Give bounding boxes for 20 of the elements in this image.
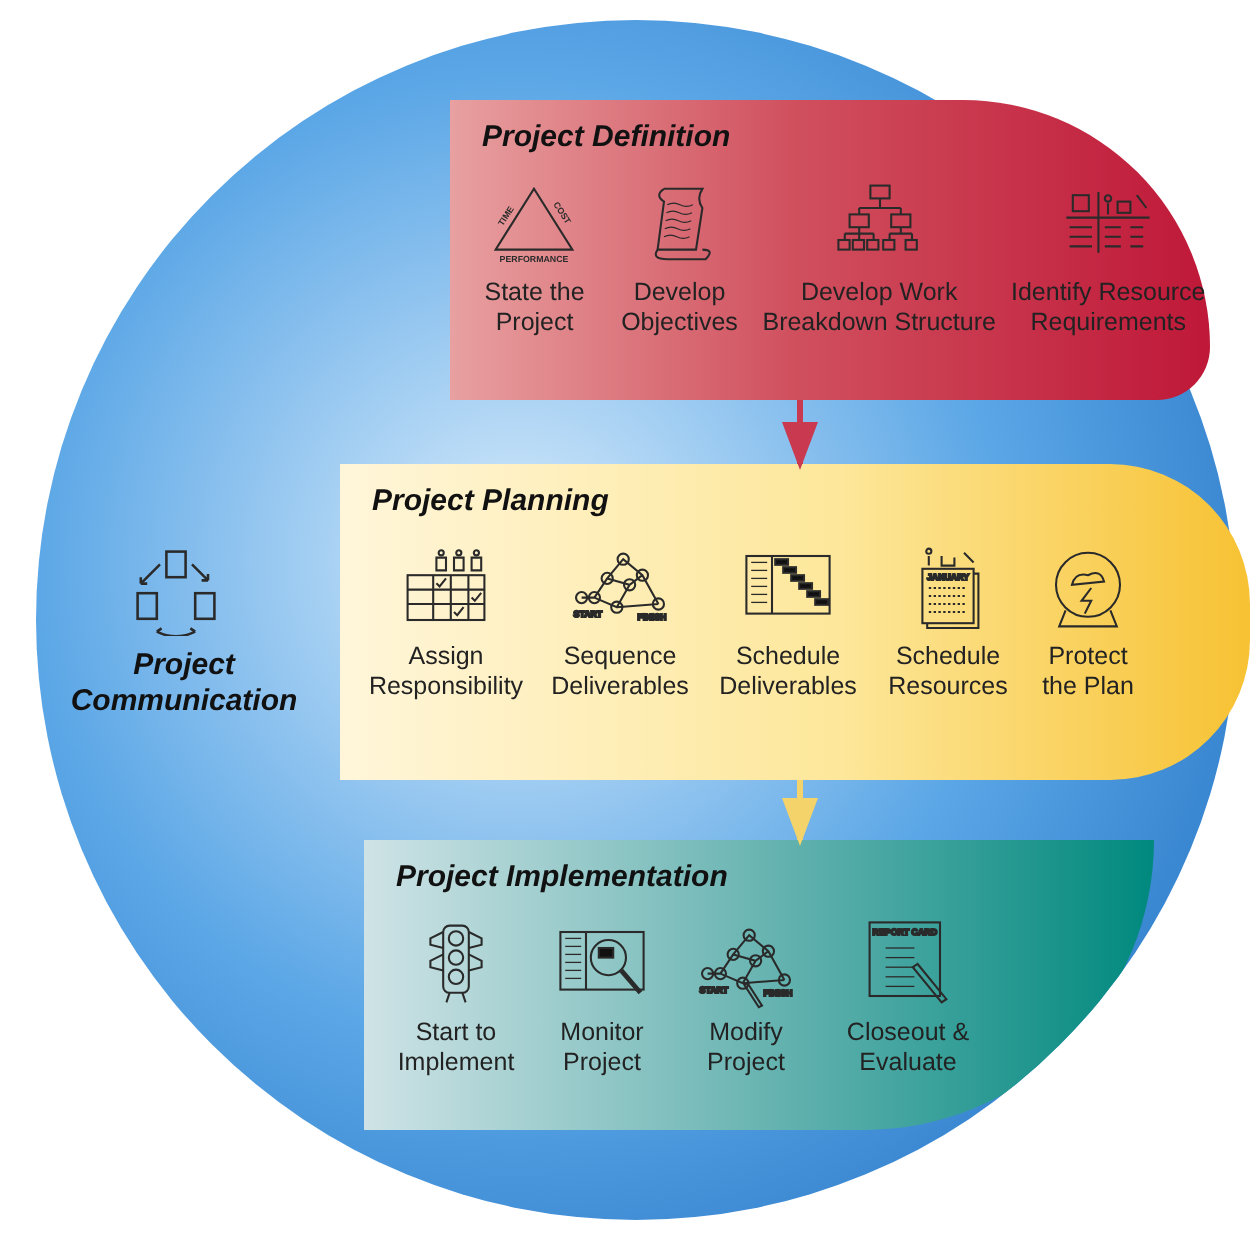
band-heading: Project Implementation <box>396 858 730 898</box>
band-heading: Project Planning <box>372 482 611 522</box>
step-label: Develop Objectives <box>619 277 740 337</box>
arrow <box>782 780 818 846</box>
step-label: Schedule Deliverables <box>717 641 859 701</box>
step-label: Protect the Plan <box>1040 641 1136 701</box>
step-label: Modify Project <box>705 1017 787 1077</box>
step-label: Closeout & Evaluate <box>844 1017 972 1077</box>
process-band <box>364 840 1154 1130</box>
step-label: Develop Work Breakdown Structure <box>760 277 998 337</box>
step-label: Sequence Deliverables <box>549 641 691 701</box>
step-label: Start to Implement <box>395 1017 517 1077</box>
sphere-label: Project Communication <box>68 648 300 720</box>
arrow <box>782 400 818 470</box>
step-label: Assign Responsibility <box>366 641 526 701</box>
step-label: State the Project <box>482 277 587 337</box>
band-heading: Project Definition <box>482 118 733 158</box>
step-label: Identify Resource Requirements <box>1008 277 1208 337</box>
step-label: Schedule Resources <box>886 641 1010 701</box>
step-label: Monitor Project <box>558 1017 646 1077</box>
